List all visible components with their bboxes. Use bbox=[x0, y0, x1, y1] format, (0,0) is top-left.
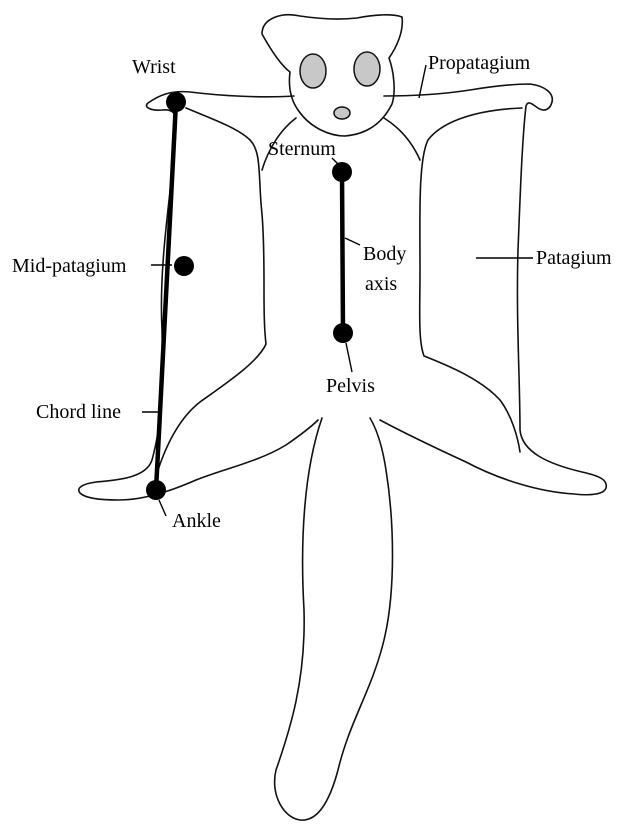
body-axis-label-line2: axis bbox=[365, 273, 397, 295]
ankle-leader bbox=[159, 500, 166, 516]
right-wing-outline bbox=[380, 84, 606, 495]
sternum-label: Sternum bbox=[268, 138, 336, 160]
right-patagium-inner-edge bbox=[420, 108, 522, 452]
trunk-right-side bbox=[384, 118, 420, 160]
ankle-label: Ankle bbox=[172, 510, 221, 532]
chord-line bbox=[156, 102, 176, 490]
body-axis-label-line1: Body bbox=[363, 243, 406, 265]
right-eye bbox=[354, 52, 380, 86]
wrist-point bbox=[166, 92, 186, 112]
chord-line-label: Chord line bbox=[36, 401, 121, 423]
nose bbox=[334, 107, 350, 119]
left-eye bbox=[300, 54, 326, 88]
tail-outline bbox=[275, 418, 393, 820]
patagium-label: Patagium bbox=[536, 247, 612, 269]
ankle-point bbox=[146, 480, 166, 500]
body-axis-line bbox=[342, 172, 343, 333]
squirrel-body-outline bbox=[262, 15, 402, 136]
wrist-label: Wrist bbox=[132, 56, 176, 78]
pelvis-label: Pelvis bbox=[326, 375, 375, 397]
pelvis-point bbox=[333, 323, 353, 343]
propatagium-label: Propatagium bbox=[428, 52, 531, 74]
pelvis-leader bbox=[346, 343, 352, 372]
sternum-point bbox=[332, 162, 352, 182]
propatagium-leader bbox=[419, 65, 426, 98]
body-axis-leader bbox=[345, 238, 360, 245]
mid-patagium-point bbox=[174, 256, 194, 276]
mid-patagium-label: Mid-patagium bbox=[12, 255, 127, 277]
